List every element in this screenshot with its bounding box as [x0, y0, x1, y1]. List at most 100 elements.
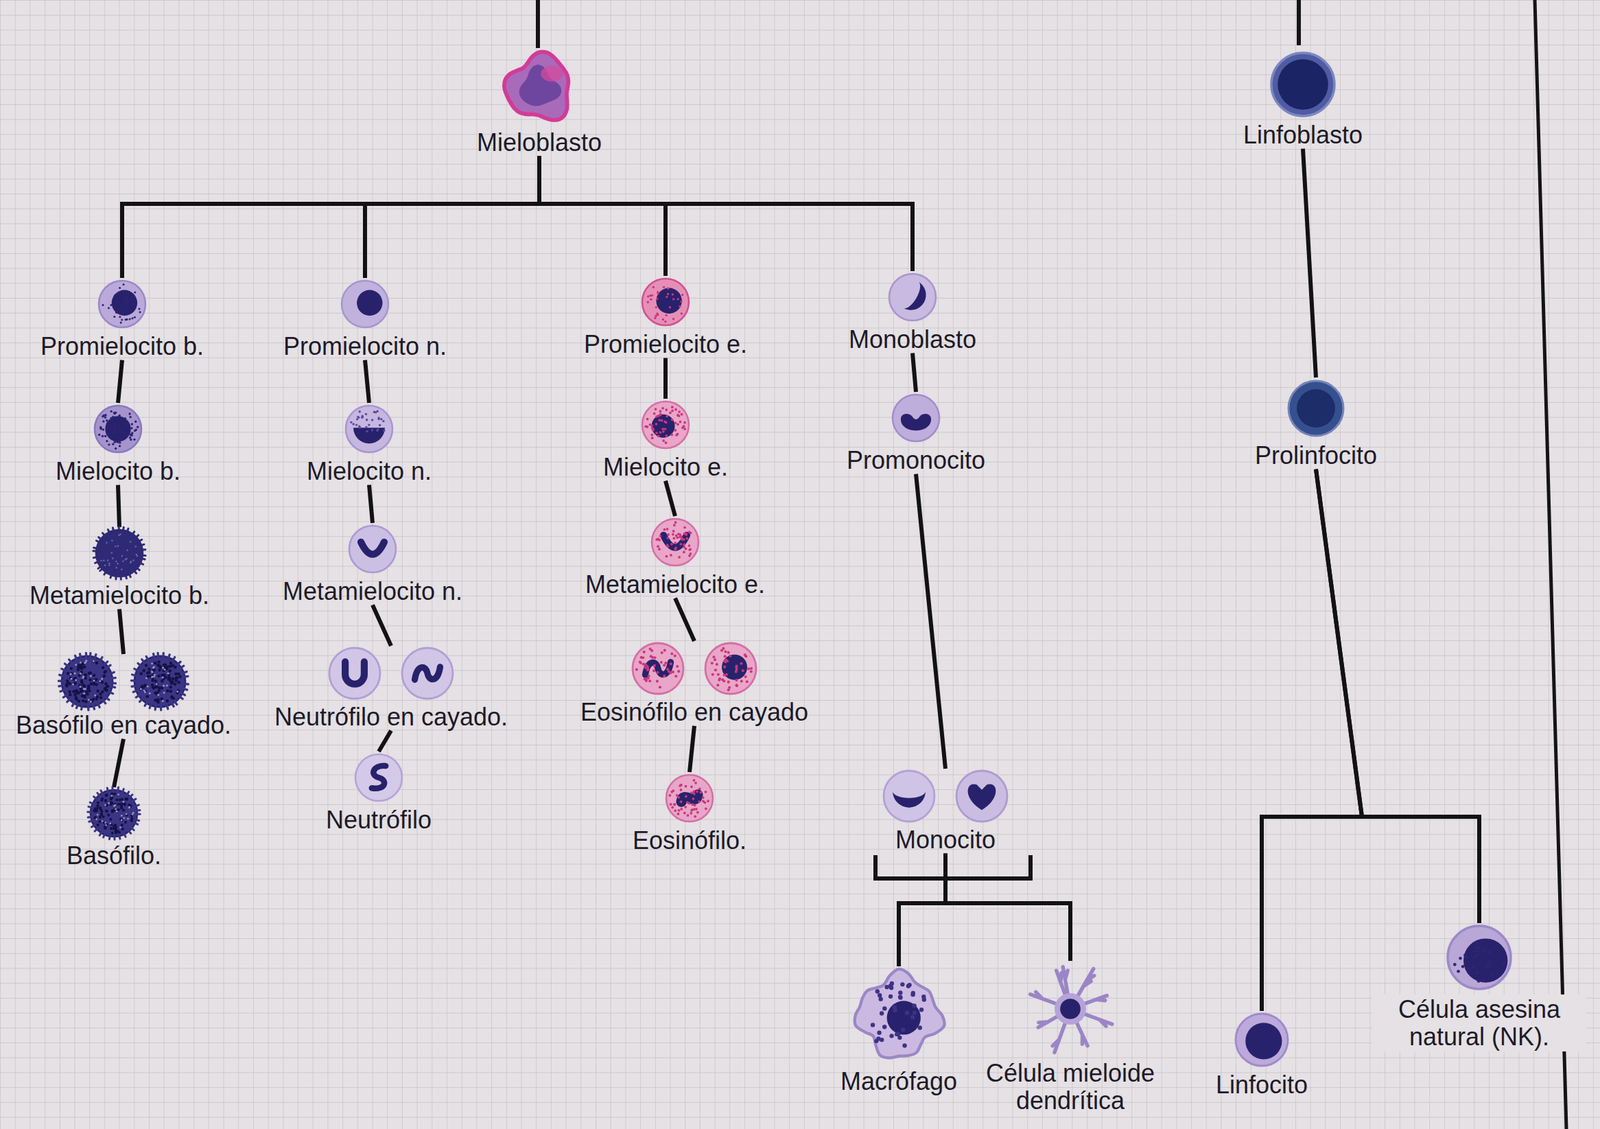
cell-spike	[139, 553, 146, 557]
cell-spike	[105, 664, 111, 669]
cell-node: Neutrófilo	[325, 751, 432, 834]
cytoplasm	[632, 642, 684, 694]
granule	[680, 413, 684, 416]
nucleus-shape	[111, 290, 138, 316]
granule	[149, 674, 153, 678]
cell-spike	[107, 690, 114, 694]
granule	[133, 291, 136, 294]
cell-spike	[74, 655, 78, 661]
granule	[128, 412, 131, 415]
granule	[143, 689, 147, 693]
granule	[150, 670, 154, 673]
granule	[906, 983, 911, 988]
blood-cell	[705, 642, 757, 694]
granule	[133, 301, 136, 304]
granule	[673, 541, 677, 545]
cell-label: Promielocito b.	[40, 332, 204, 361]
blood-cell	[1288, 380, 1344, 436]
nucleus-shape	[663, 535, 687, 548]
granule	[83, 665, 86, 669]
cell-spike	[107, 529, 110, 535]
granule	[145, 677, 148, 680]
granule	[714, 668, 717, 672]
granule	[120, 804, 123, 808]
granule	[650, 649, 654, 652]
granule	[120, 437, 123, 440]
granule	[105, 439, 108, 442]
cell-spike	[103, 832, 106, 838]
granule	[109, 817, 112, 821]
granule	[101, 434, 104, 438]
blood-cell	[355, 754, 403, 801]
cell-spike	[98, 537, 103, 541]
granule	[73, 692, 77, 696]
cell-illustration	[881, 768, 1010, 824]
granule	[688, 548, 691, 551]
nucleus-shape	[1245, 1022, 1282, 1059]
nucleus-shape	[721, 654, 748, 680]
granule	[718, 677, 722, 680]
granule	[670, 790, 674, 794]
granule	[740, 679, 744, 682]
nucleus-shape	[345, 661, 365, 684]
granule	[178, 675, 182, 678]
blood-cell	[889, 273, 936, 321]
granule	[674, 408, 678, 411]
cell-label: Metamielocito b.	[29, 581, 210, 610]
granule	[124, 296, 127, 299]
cell-spike	[173, 699, 178, 705]
granule	[134, 420, 137, 423]
cell-spike	[59, 674, 65, 676]
granule	[121, 827, 125, 831]
granule	[677, 669, 680, 673]
granule	[661, 406, 665, 410]
granule	[68, 692, 72, 696]
cell-label: Basófilo.	[66, 841, 162, 870]
granule	[1475, 970, 1480, 975]
cell-spike	[139, 544, 145, 547]
granule	[676, 422, 680, 426]
granule	[351, 422, 355, 425]
blood-cell	[1030, 966, 1113, 1053]
granule	[161, 676, 164, 679]
cell-spike	[156, 652, 160, 658]
cell-illustration	[889, 391, 943, 444]
nucleus	[892, 791, 926, 808]
granule	[652, 286, 655, 289]
granule	[898, 994, 903, 999]
granule	[124, 422, 127, 425]
cytoplasm	[355, 754, 403, 801]
cell-spike	[166, 703, 168, 709]
granule	[138, 310, 141, 313]
granule	[106, 427, 109, 430]
granule	[125, 813, 128, 816]
granule	[668, 306, 672, 309]
granule	[130, 560, 133, 563]
granule	[128, 805, 132, 808]
granule	[1453, 962, 1457, 967]
blood-cell	[651, 518, 699, 566]
cell-spike	[87, 703, 90, 710]
granule	[117, 544, 120, 547]
cell-spike	[113, 834, 116, 840]
cytoplasm	[889, 273, 936, 321]
granule	[678, 305, 681, 308]
cytoplasm	[402, 647, 453, 699]
granule	[1490, 973, 1495, 978]
granule	[688, 544, 691, 547]
granule	[703, 800, 707, 804]
granule	[120, 818, 123, 822]
cell-spike	[104, 570, 108, 575]
cell-spike	[94, 827, 99, 831]
granule	[669, 662, 673, 665]
granule	[113, 412, 116, 415]
granule	[89, 700, 92, 703]
granule	[128, 415, 132, 418]
granule	[910, 1014, 915, 1019]
granule	[166, 688, 169, 692]
nucleus-shape	[415, 666, 441, 680]
granule	[156, 700, 160, 704]
